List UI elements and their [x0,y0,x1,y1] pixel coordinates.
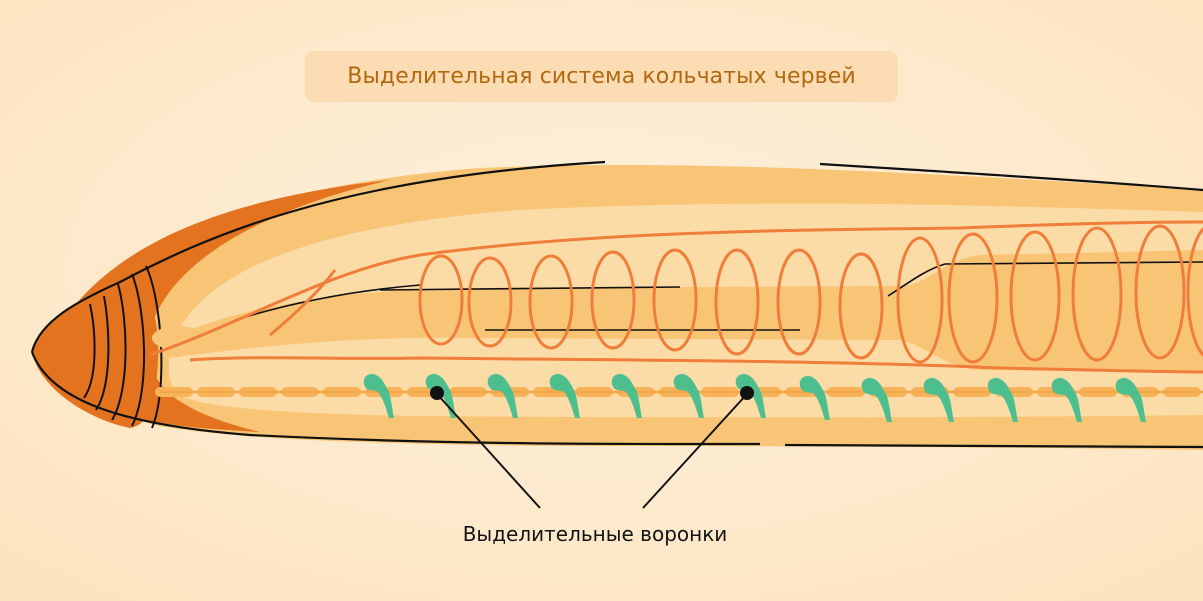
body-outline [30,160,606,353]
funnels-label-text: Выделительные воронки [462,522,728,546]
body-outline-bottom [30,351,761,446]
label-pointers [430,386,754,509]
body-outline-bottom-right [784,443,1203,449]
blood-vessel-coils [149,220,1203,374]
body-outline-top [819,162,1203,192]
diagram-title-text: Выделительная система кольчатых червей [347,64,856,89]
diagram-title: Выделительная система кольчатых червей [305,51,898,102]
pointer-dot-right [740,386,754,400]
funnels-label: Выделительные воронки [425,514,765,554]
head-rings [83,265,163,429]
pointer-dot-left [430,386,444,400]
